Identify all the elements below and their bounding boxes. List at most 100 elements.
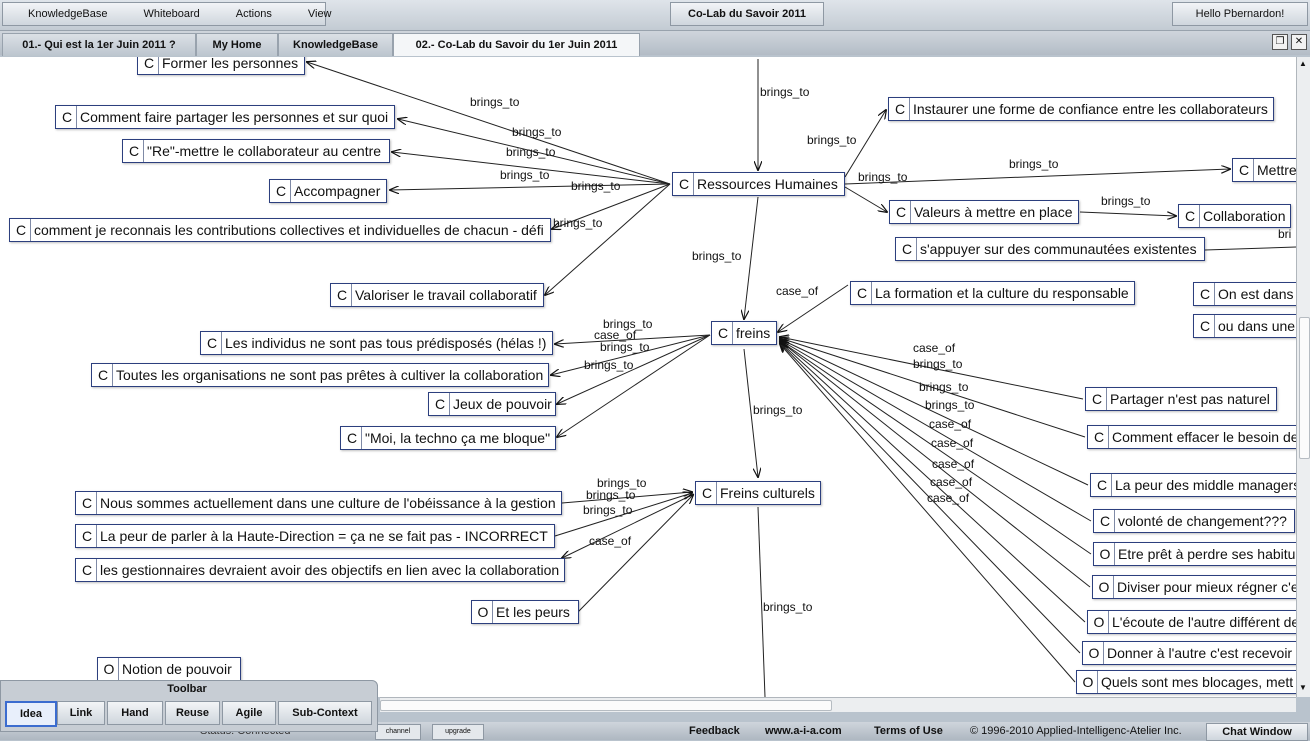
- edge[interactable]: [557, 334, 711, 404]
- edge[interactable]: [844, 110, 886, 178]
- edge[interactable]: [390, 183, 671, 190]
- horizontal-scroll-thumb[interactable]: [380, 700, 832, 711]
- edge[interactable]: [780, 337, 1084, 400]
- edge[interactable]: [743, 348, 758, 477]
- edge[interactable]: [554, 493, 692, 537]
- edge[interactable]: [562, 493, 695, 558]
- edge[interactable]: [551, 334, 711, 375]
- menu-whiteboard[interactable]: Whiteboard: [143, 8, 200, 20]
- edge[interactable]: [555, 334, 711, 344]
- edge[interactable]: [392, 152, 671, 185]
- horizontal-scrollbar[interactable]: [380, 697, 1296, 712]
- upgrade-button[interactable]: upgrade: [432, 724, 484, 740]
- website-link[interactable]: www.a-i-a.com: [765, 725, 842, 737]
- tool-sub-context-button[interactable]: Sub-Context: [278, 701, 372, 725]
- tab-my-home[interactable]: My Home: [196, 33, 278, 56]
- menu-view[interactable]: View: [307, 8, 332, 20]
- edge[interactable]: [561, 492, 692, 504]
- edge[interactable]: [780, 342, 1086, 623]
- scroll-down-icon[interactable]: ▼: [1299, 683, 1307, 692]
- edge[interactable]: [552, 183, 671, 229]
- edge[interactable]: [780, 343, 1081, 654]
- menu-actions[interactable]: Actions: [235, 8, 272, 20]
- idea-node[interactable]: C"Re"-mettre le collaborateur au centre: [122, 139, 390, 163]
- vertical-scroll-thumb[interactable]: [1299, 317, 1310, 459]
- whiteboard-canvas[interactable]: brings_to brings_to brings_to brings_to …: [0, 57, 1296, 697]
- edge[interactable]: [1204, 246, 1296, 251]
- feedback-link[interactable]: Feedback: [689, 725, 740, 737]
- edge[interactable]: [545, 183, 671, 295]
- edge[interactable]: [780, 341, 1092, 555]
- idea-node[interactable]: C"Moi, la techno ça me bloque": [340, 426, 556, 450]
- edge[interactable]: [780, 344, 1076, 683]
- scroll-up-icon[interactable]: ▲: [1299, 59, 1307, 68]
- tool-hand-button[interactable]: Hand: [107, 701, 163, 725]
- tool-agile-button[interactable]: Agile: [222, 701, 276, 725]
- tab-knowledgebase[interactable]: KnowledgeBase: [278, 33, 393, 56]
- vertical-scrollbar[interactable]: ▲ ▼: [1296, 57, 1310, 697]
- edge[interactable]: [307, 62, 671, 185]
- edge[interactable]: [780, 339, 1089, 486]
- close-window-icon[interactable]: ✕: [1291, 34, 1307, 50]
- tab-qui-est-la[interactable]: 01.- Qui est la 1er Juin 2011 ?: [2, 33, 196, 56]
- edge[interactable]: [1079, 211, 1176, 216]
- edge[interactable]: [780, 340, 1092, 522]
- user-greeting-button[interactable]: Hello Pbernardon!: [1172, 2, 1308, 26]
- edge[interactable]: [577, 495, 693, 613]
- workspace-title-button[interactable]: Co-Lab du Savoir 2011: [670, 2, 824, 26]
- tool-link-button[interactable]: Link: [57, 701, 105, 725]
- edge[interactable]: [757, 506, 766, 697]
- tool-idea-button[interactable]: Idea: [5, 701, 57, 727]
- edge[interactable]: [780, 338, 1086, 438]
- tab-colab-du-savoir[interactable]: 02.- Co-Lab du Savoir du 1er Juin 2011: [393, 33, 640, 56]
- edge[interactable]: [844, 169, 1230, 185]
- edge[interactable]: [398, 119, 671, 185]
- edge[interactable]: [780, 341, 1091, 588]
- node-label: Accompagner: [294, 183, 381, 199]
- menu-knowledgebase[interactable]: KnowledgeBase: [28, 8, 108, 20]
- channel-button[interactable]: channel: [375, 724, 421, 740]
- node-label: La peur de parler à la Haute-Direction =…: [100, 528, 548, 544]
- restore-window-icon[interactable]: ❐: [1272, 34, 1288, 50]
- tool-reuse-button[interactable]: Reuse: [165, 701, 220, 725]
- edge[interactable]: [778, 284, 849, 332]
- edge[interactable]: [557, 334, 711, 437]
- chat-window-button[interactable]: Chat Window: [1206, 723, 1308, 741]
- terms-link[interactable]: Terms of Use: [874, 725, 943, 737]
- edge[interactable]: [844, 186, 887, 212]
- edge[interactable]: [744, 196, 759, 319]
